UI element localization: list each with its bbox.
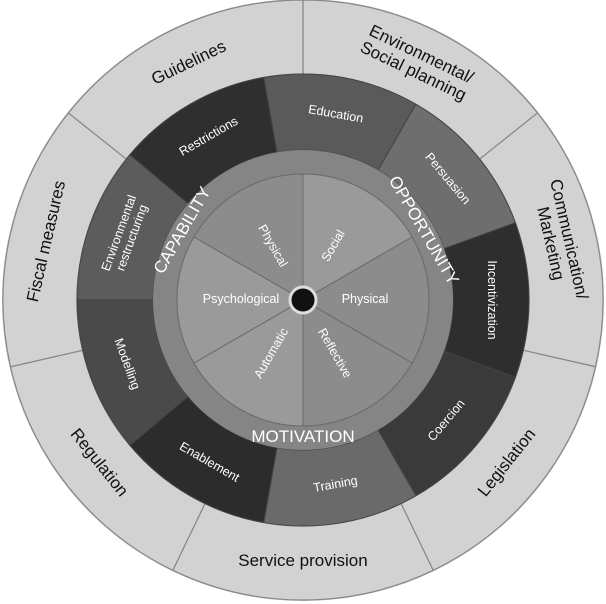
component-label: Psychological — [203, 292, 279, 306]
component-segment[interactable] — [176, 236, 304, 364]
component-label-line: Psychological — [203, 292, 279, 306]
source-label-line: MOTIVATION — [251, 427, 354, 446]
component-label: Physical — [342, 292, 389, 306]
policy-label: Service provision — [238, 551, 367, 570]
component-segment[interactable] — [193, 299, 304, 427]
intervention-label: Incentivization — [485, 260, 499, 339]
component-segment[interactable] — [302, 173, 413, 301]
component-segment[interactable] — [193, 173, 304, 301]
hub — [288, 285, 318, 315]
intervention-label-line: Incentivization — [485, 260, 499, 339]
policy-label-line: Service provision — [238, 551, 367, 570]
component-label-line: Physical — [342, 292, 389, 306]
component-segment[interactable] — [302, 299, 413, 427]
intervention-segment[interactable] — [129, 76, 278, 205]
component-segment[interactable] — [302, 236, 430, 364]
policy-label: Communication/Marketing — [527, 177, 591, 305]
source-label: MOTIVATION — [251, 427, 354, 446]
